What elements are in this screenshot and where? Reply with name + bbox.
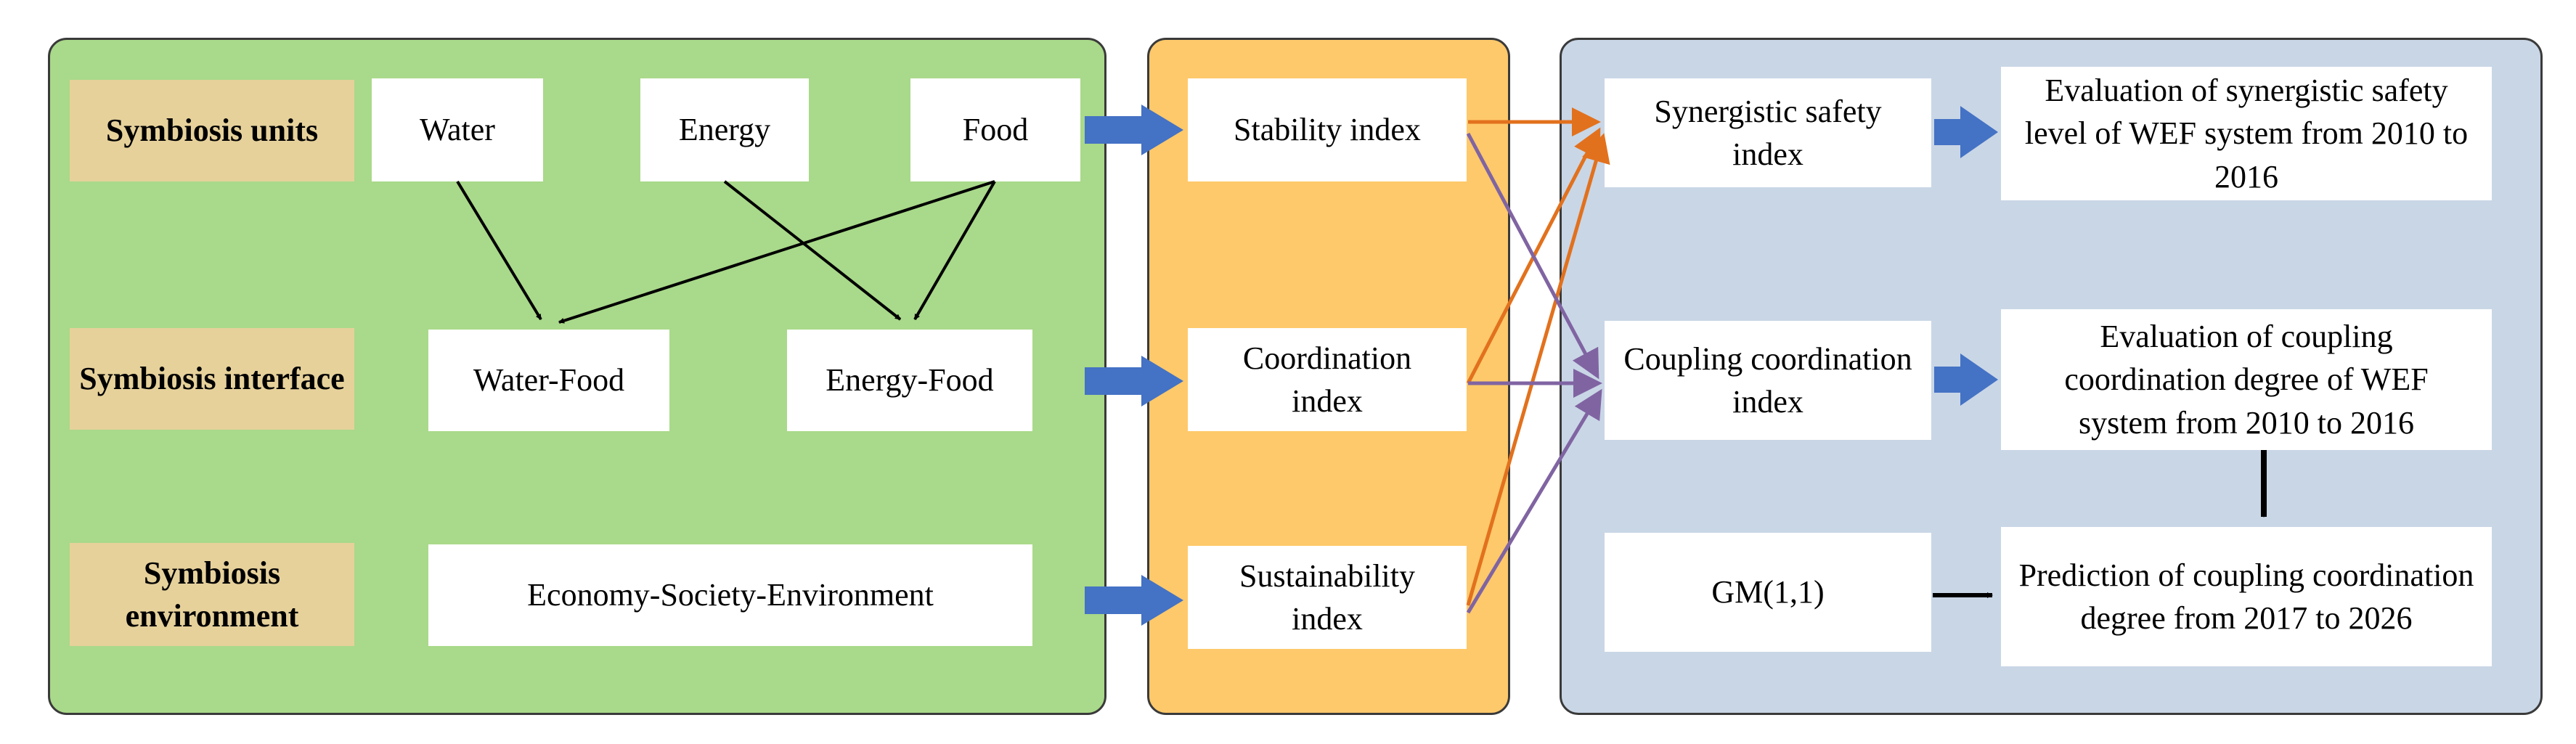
food-unit: Food bbox=[910, 78, 1080, 181]
sustainability-index: Sustainability index bbox=[1188, 546, 1467, 649]
evaluation-synergistic-safety: Evaluation of synergistic safety level o… bbox=[2001, 67, 2492, 200]
symbiosis-units-label: Symbiosis units bbox=[70, 80, 354, 181]
gm-model: GM(1,1) bbox=[1605, 533, 1931, 652]
coordination-index: Coordination index bbox=[1188, 328, 1467, 431]
symbiosis-environment-label: Symbiosis environment bbox=[70, 543, 354, 646]
water-food-interface: Water-Food bbox=[428, 330, 669, 431]
water-unit: Water bbox=[372, 78, 543, 181]
prediction-coupling-coordination: Prediction of coupling coordination degr… bbox=[2001, 527, 2492, 666]
stability-index: Stability index bbox=[1188, 78, 1467, 181]
symbiosis-interface-label: Symbiosis interface bbox=[70, 328, 354, 430]
economy-society-environment: Economy-Society-Environment bbox=[428, 544, 1032, 646]
energy-food-interface: Energy-Food bbox=[787, 330, 1032, 431]
energy-unit: Energy bbox=[640, 78, 809, 181]
coupling-coordination-index: Coupling coordination index bbox=[1605, 321, 1931, 440]
evaluation-coupling-coordination: Evaluation of coupling coordination degr… bbox=[2001, 309, 2492, 450]
synergistic-safety-index: Synergistic safety index bbox=[1605, 78, 1931, 187]
